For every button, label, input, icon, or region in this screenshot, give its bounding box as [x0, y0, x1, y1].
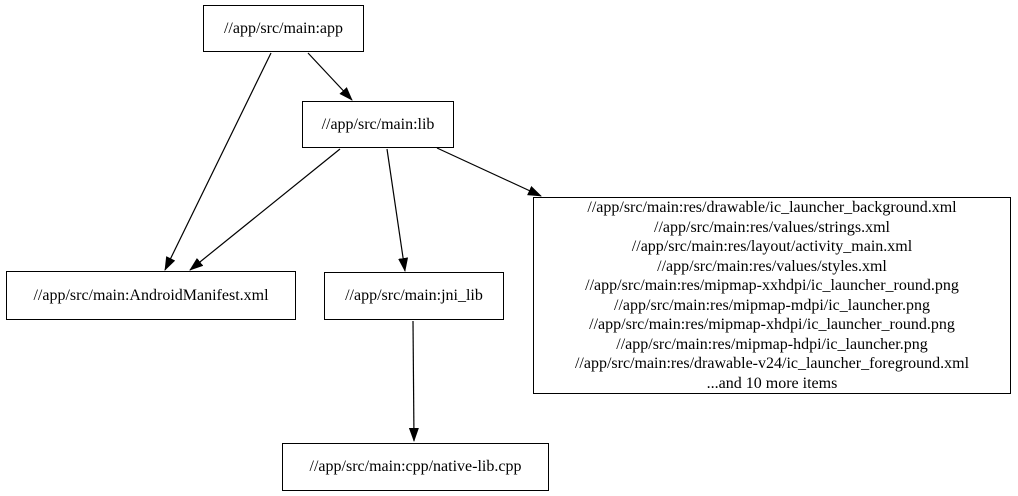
resource-item: //app/src/main:res/mipmap-xhdpi/ic_launc…	[589, 316, 955, 333]
node-resources-group: //app/src/main:res/drawable/ic_launcher_…	[533, 197, 1011, 394]
resource-item: //app/src/main:res/values/styles.xml	[657, 257, 887, 275]
edge-app-to-manifest	[164, 52, 272, 271]
node-lib: //app/src/main:lib	[302, 101, 454, 148]
node-lib-label: //app/src/main:lib	[321, 115, 435, 133]
resource-item: //app/src/main:res/mipmap-mdpi/ic_launch…	[614, 296, 930, 314]
node-android-manifest-label: //app/src/main:AndroidManifest.xml	[33, 286, 269, 304]
node-native-lib-cpp-label: //app/src/main:cpp/native-lib.cpp	[309, 458, 522, 475]
edge-lib-to-manifest	[189, 148, 341, 271]
resource-item: //app/src/main:res/drawable/ic_launcher_…	[587, 199, 957, 216]
node-jni-lib: //app/src/main:jni_lib	[324, 272, 504, 320]
edge-lib-to-jni-lib	[386, 148, 409, 272]
resource-item: //app/src/main:res/drawable-v24/ic_launc…	[574, 355, 970, 372]
resource-item: //app/src/main:res/layout/activity_main.…	[631, 238, 913, 255]
resource-item: //app/src/main:res/mipmap-hdpi/ic_launch…	[616, 335, 928, 353]
edge-jni-lib-to-native-lib	[408, 320, 419, 442]
node-app: //app/src/main:app	[203, 5, 364, 52]
resource-item: //app/src/main:res/values/strings.xml	[654, 218, 890, 236]
resource-item: //app/src/main:res/mipmap-xxhdpi/ic_laun…	[585, 277, 959, 294]
node-app-label: //app/src/main:app	[223, 19, 344, 37]
edge-lib-to-resources	[436, 147, 542, 197]
node-jni-lib-label: //app/src/main:jni_lib	[345, 287, 483, 304]
resource-more-items: ...and 10 more items	[706, 374, 838, 392]
node-android-manifest: //app/src/main:AndroidManifest.xml	[6, 271, 296, 320]
edge-app-to-lib	[307, 52, 353, 101]
node-native-lib-cpp: //app/src/main:cpp/native-lib.cpp	[282, 443, 549, 491]
